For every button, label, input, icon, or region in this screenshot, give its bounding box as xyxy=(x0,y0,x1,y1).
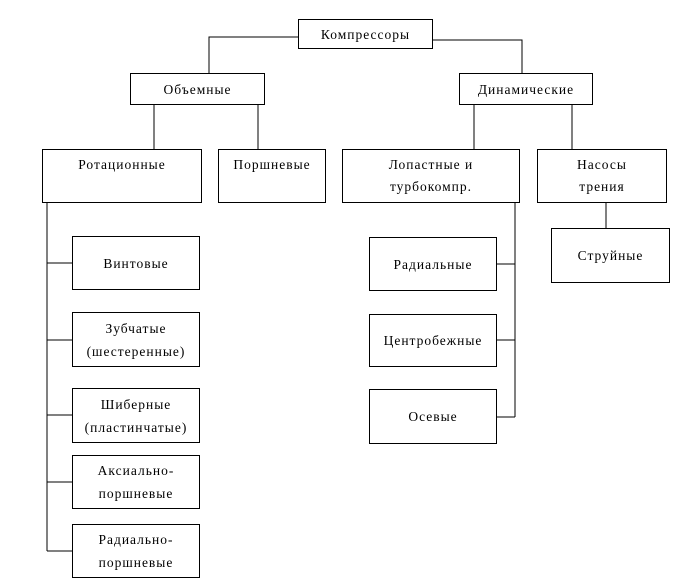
node-centrifugal: Центробежные xyxy=(369,314,497,367)
node-jet: Струйные xyxy=(551,228,670,283)
connector-compressors-volumetric xyxy=(208,36,298,73)
node-rotary: Ротационные xyxy=(42,149,202,203)
node-dynamic: Динамические xyxy=(459,73,593,105)
node-vane: Шиберные (пластинчатые) xyxy=(72,388,200,443)
node-friction-pumps: Насосы трения xyxy=(537,149,667,203)
connector-compressors-dynamic xyxy=(433,39,523,73)
node-screw: Винтовые xyxy=(72,236,200,290)
node-radial: Радиальные xyxy=(369,237,497,291)
node-gear: Зубчатые (шестеренные) xyxy=(72,312,200,367)
node-compressors: Компрессоры xyxy=(298,19,433,49)
node-piston: Поршневые xyxy=(218,149,326,203)
node-axial-piston: Аксиально- поршневые xyxy=(72,455,200,509)
node-volumetric: Объемные xyxy=(130,73,265,105)
node-axial: Осевые xyxy=(369,389,497,444)
node-blade-turbo: Лопастные и турбокомпр. xyxy=(342,149,520,203)
node-radial-piston: Радиально- поршневые xyxy=(72,524,200,578)
